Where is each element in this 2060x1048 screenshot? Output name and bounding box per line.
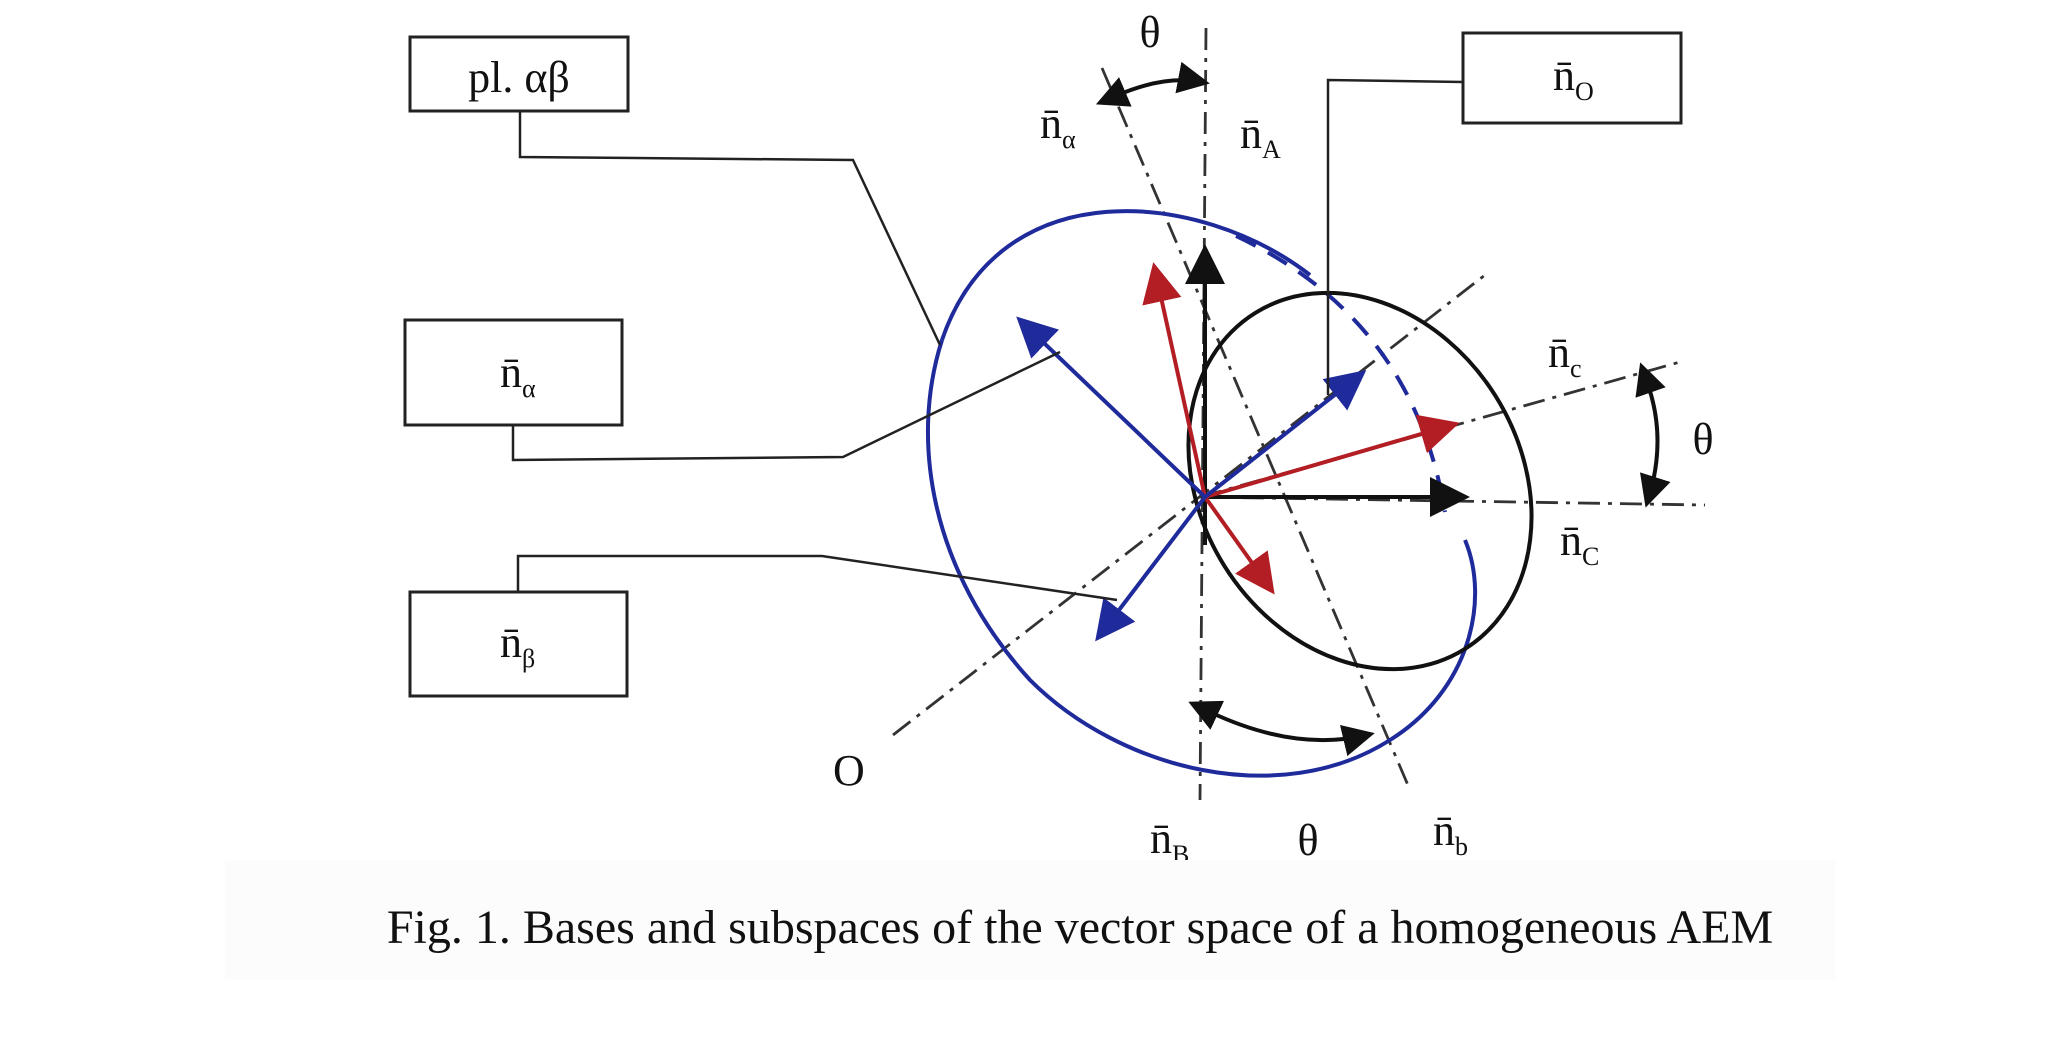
leader-plane — [518, 112, 942, 346]
axis-O — [892, 273, 1486, 737]
axis-n-alpha — [1100, 67, 1412, 791]
leader-n-beta — [516, 554, 1118, 602]
angle-arcs — [1095, 61, 1671, 757]
blue-ellipse-dashed — [1235, 234, 1447, 513]
label-n-A: n̄A — [1240, 109, 1281, 164]
callout-boxes: pl. αβ n̄α n̄β n̄O — [403, 31, 1683, 698]
blue-ellipse-back — [940, 209, 1312, 341]
vector-O — [1203, 370, 1367, 499]
angle-label-bottom: θ — [1297, 816, 1318, 865]
caption-band — [225, 860, 1835, 980]
blue-ellipse-front — [925, 339, 1478, 778]
label-n-alpha: n̄α — [1040, 99, 1076, 154]
angle-label-right: θ — [1692, 415, 1713, 464]
curved-arrow-right — [1635, 362, 1671, 508]
blue-vectors — [1016, 316, 1367, 642]
vector-alpha — [1016, 316, 1207, 499]
vector-n-b — [1203, 495, 1275, 595]
box-n-alpha-label: n̄α — [500, 348, 536, 403]
box-n-beta-label: n̄β — [500, 618, 535, 673]
red-vectors — [1142, 262, 1460, 595]
angle-label-top: θ — [1139, 8, 1160, 57]
box-n-alpha — [403, 318, 624, 427]
black-ellipse — [1186, 290, 1534, 672]
leader-lines — [511, 78, 1464, 602]
box-plane — [408, 35, 630, 113]
axes — [892, 27, 1706, 801]
label-O: O — [833, 746, 865, 795]
curved-arrow-top — [1095, 61, 1210, 107]
label-n-b: n̄b — [1433, 806, 1468, 861]
label-n-C: n̄C — [1560, 516, 1599, 571]
leader-n-O — [1326, 78, 1464, 395]
angle-labels: θ θ θ — [1139, 8, 1713, 865]
vector-n-a — [1142, 262, 1207, 498]
leader-n-alpha — [511, 350, 1061, 462]
label-n-c: n̄c — [1548, 328, 1582, 383]
box-plane-label: pl. αβ — [468, 53, 570, 102]
box-n-O-label: n̄O — [1553, 51, 1594, 106]
vector-n-c — [1204, 414, 1460, 499]
vector-beta — [1095, 495, 1207, 642]
figure-caption: Fig. 1. Bases and subspaces of the vecto… — [386, 901, 1774, 954]
box-n-O — [1461, 31, 1683, 125]
black-vectors — [1185, 244, 1470, 545]
curved-arrow-bottom — [1188, 700, 1375, 757]
box-n-beta — [408, 590, 629, 698]
